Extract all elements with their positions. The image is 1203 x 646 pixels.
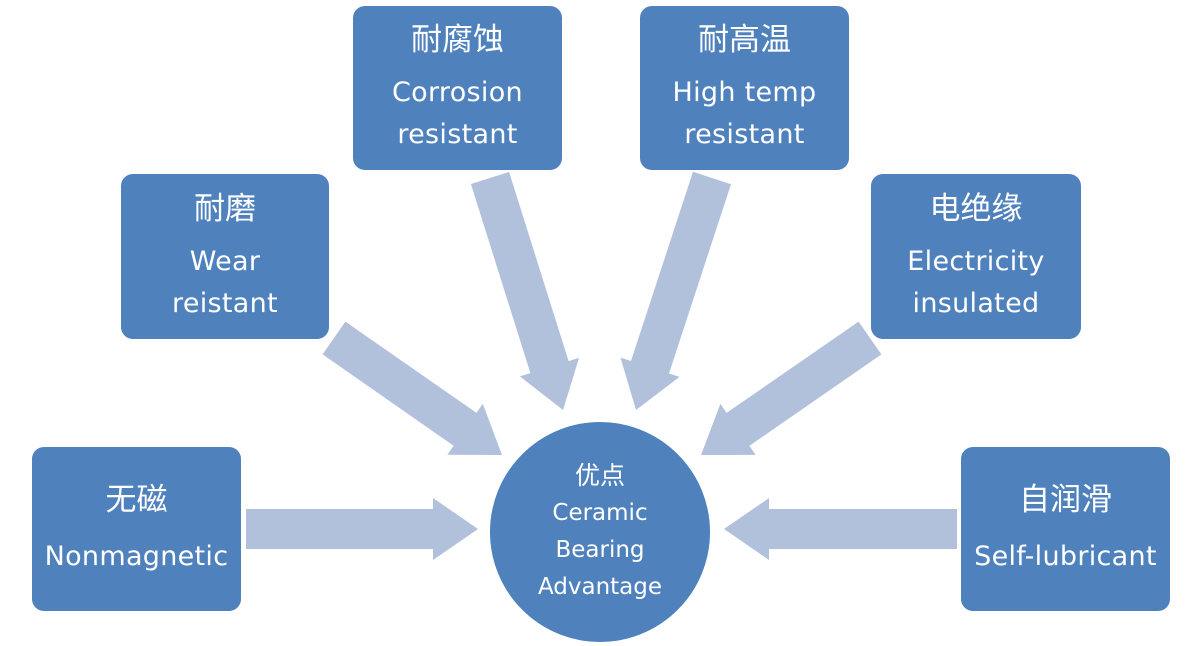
node-electricity-cn-label: 电绝缘 [929,190,1023,227]
node-corrosion-en-line-1: Corrosion [392,77,523,108]
node-corrosion-cn-label: 耐腐蚀 [411,22,504,58]
node-high-temp-resistant: 耐高温 High temp resistant [638,4,851,172]
node-selflub-en-line-1: Self-lubricant [974,541,1157,572]
node-hightemp-cn-label: 耐高温 [698,22,791,58]
node-corrosion-resistant: 耐腐蚀 Corrosion resistant [351,4,564,172]
node-self-lubricant: 自润滑 Self-lubricant [959,445,1172,613]
node-electricity-en-line-1: Electricity [907,245,1045,277]
node-wear-en-line-2: reistant [172,287,278,319]
node-wear-cn-label: 耐磨 [194,190,256,227]
arrow-wear-to-center [322,321,502,455]
arrow-electricity-to-center [701,321,882,455]
node-nonmagnetic-cn-label: 无磁 [105,482,168,518]
node-nonmagnetic: 无磁 Nonmagnetic [30,445,243,613]
node-corrosion-en-line-2: resistant [397,119,518,150]
node-hightemp-en-line-2: resistant [684,119,805,150]
node-electricity-insulated: 电绝缘 Electricity insulated [869,172,1083,341]
node-selflub-cn-label: 自润滑 [1019,482,1112,518]
arrow-corrosion-to-center [470,172,580,410]
arrow-hightemp-to-center [620,171,731,410]
node-nonmagnetic-en-line-1: Nonmagnetic [44,541,229,572]
center-node-ceramic-bearing-advantage: 优点 Ceramic Bearing Advantage [488,420,712,644]
node-wear-resistant: 耐磨 Wear reistant [119,172,331,341]
center-cn-label: 优点 [574,460,625,490]
center-en-line-1: Ceramic [552,499,648,526]
center-en-line-3: Advantage [537,573,663,600]
node-wear-en-line-1: Wear [189,245,261,277]
center-en-line-2: Bearing [555,536,645,563]
node-hightemp-en-line-1: High temp [672,77,817,108]
node-electricity-en-line-2: insulated [912,287,1040,319]
arrow-selflub-to-center [724,498,957,560]
arrow-nonmagnetic-to-center [246,498,478,560]
